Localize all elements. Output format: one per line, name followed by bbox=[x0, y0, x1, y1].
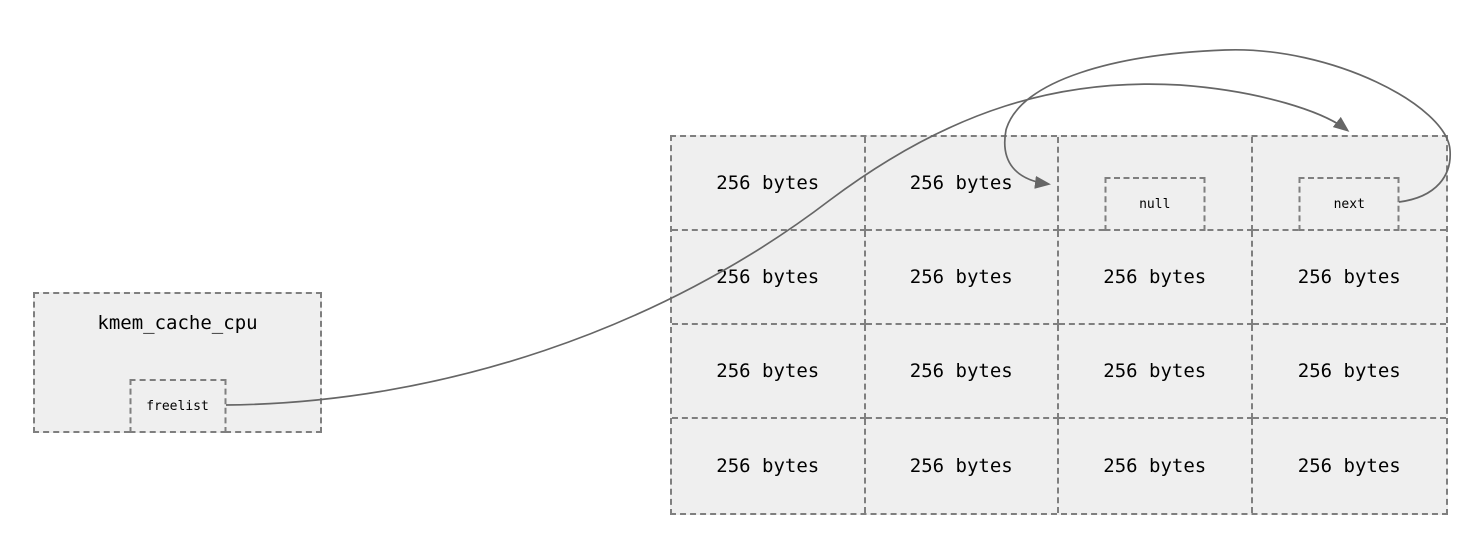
slab-cell: 256 bytes bbox=[1252, 325, 1446, 419]
freelist-label: freelist bbox=[146, 398, 209, 414]
cell-label: 256 bytes bbox=[909, 455, 1013, 477]
cell-label: 256 bytes bbox=[1297, 455, 1401, 477]
freelist-pointer-box: freelist bbox=[129, 379, 226, 433]
slab-cell: null bbox=[1059, 137, 1253, 231]
cell-label: 256 bytes bbox=[1103, 360, 1207, 382]
cell-label: 256 bytes bbox=[716, 172, 820, 194]
cell-label: 256 bytes bbox=[1297, 360, 1401, 382]
cell-label: 256 bytes bbox=[1103, 455, 1207, 477]
slab-cell: 256 bytes bbox=[1059, 325, 1253, 419]
slab-cell: 256 bytes bbox=[1059, 231, 1253, 325]
cell-label: 256 bytes bbox=[716, 455, 820, 477]
slab-cell: 256 bytes bbox=[672, 231, 866, 325]
cell-label: 256 bytes bbox=[1297, 266, 1401, 288]
slab-cell: 256 bytes bbox=[865, 137, 1059, 231]
cell-label: 256 bytes bbox=[716, 266, 820, 288]
slab-cell: 256 bytes bbox=[672, 137, 866, 231]
null-pointer-box: null bbox=[1104, 177, 1206, 231]
cell-label: 256 bytes bbox=[1103, 266, 1207, 288]
slab-cell: 256 bytes bbox=[672, 419, 866, 513]
next-pointer-box: next bbox=[1298, 177, 1400, 231]
kmem-cache-cpu-title: kmem_cache_cpu bbox=[97, 312, 258, 334]
slab-cell: 256 bytes bbox=[865, 325, 1059, 419]
slab-cell: 256 bytes bbox=[1252, 231, 1446, 325]
slab-cell: next bbox=[1252, 137, 1446, 231]
cell-label: 256 bytes bbox=[909, 360, 1013, 382]
kmem-cache-cpu-box: kmem_cache_cpu freelist bbox=[33, 292, 322, 433]
cell-label: 256 bytes bbox=[909, 172, 1013, 194]
null-pointer-label: null bbox=[1139, 196, 1171, 212]
slab-page-grid: 256 bytes 256 bytes null next 256 bytes … bbox=[670, 135, 1448, 515]
slab-cell: 256 bytes bbox=[672, 325, 866, 419]
slab-cell: 256 bytes bbox=[865, 231, 1059, 325]
cell-label: 256 bytes bbox=[716, 360, 820, 382]
slab-cell: 256 bytes bbox=[1059, 419, 1253, 513]
slab-cell: 256 bytes bbox=[1253, 419, 1447, 513]
cell-label: 256 bytes bbox=[909, 266, 1013, 288]
next-pointer-label: next bbox=[1333, 196, 1365, 212]
slab-cell: 256 bytes bbox=[866, 419, 1059, 513]
